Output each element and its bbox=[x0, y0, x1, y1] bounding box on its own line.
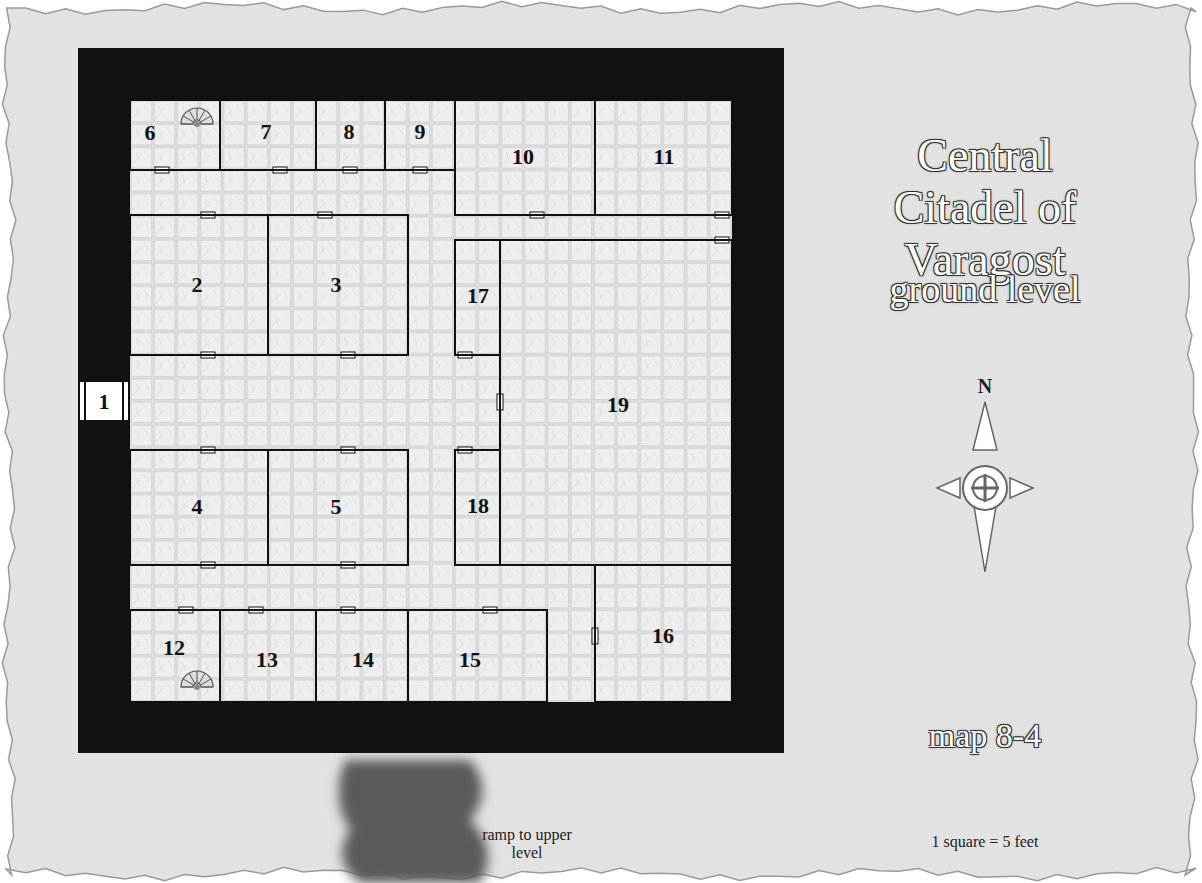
citadel-wall bbox=[78, 48, 784, 753]
map-room: 18 bbox=[454, 449, 501, 566]
room-number: 17 bbox=[467, 283, 489, 309]
scale-note: 1 square = 5 feet bbox=[885, 833, 1085, 851]
map-room: 3 bbox=[267, 214, 409, 356]
room-number: 16 bbox=[652, 623, 674, 649]
room-number: 12 bbox=[163, 635, 185, 661]
map-room: 17 bbox=[454, 239, 501, 356]
map-room: 16 bbox=[594, 564, 733, 703]
north-mark: N bbox=[965, 375, 1005, 397]
room-number: 18 bbox=[467, 493, 489, 519]
compass-rose bbox=[937, 402, 1033, 572]
ramp-note: ramp to upper level bbox=[472, 826, 582, 861]
spiral-stair bbox=[181, 671, 213, 690]
map-room: 7 bbox=[219, 99, 317, 171]
room-number: 15 bbox=[459, 647, 481, 673]
map-room: 9 bbox=[384, 99, 456, 171]
room-number: 19 bbox=[607, 392, 629, 418]
room-number: 5 bbox=[331, 494, 342, 520]
gate-line bbox=[122, 382, 124, 420]
map-room: 6 bbox=[129, 99, 221, 171]
room-number: 10 bbox=[512, 144, 534, 170]
floor-tiles bbox=[130, 100, 732, 702]
ramp-shadow bbox=[339, 760, 488, 883]
map-room: 10 bbox=[454, 99, 596, 216]
map-room: 8 bbox=[315, 99, 386, 171]
map-room: 11 bbox=[594, 99, 733, 216]
room-number: 2 bbox=[192, 272, 203, 298]
room-number: 1 bbox=[99, 389, 110, 415]
room-number: 13 bbox=[256, 647, 278, 673]
room-number: 4 bbox=[192, 494, 203, 520]
room-number: 3 bbox=[331, 272, 342, 298]
spiral-stair bbox=[181, 108, 213, 127]
room-number: 11 bbox=[654, 144, 675, 170]
room-number: 6 bbox=[145, 120, 156, 146]
map-room: 19 bbox=[499, 239, 733, 566]
gate-line bbox=[84, 382, 86, 420]
room-number: 14 bbox=[352, 647, 374, 673]
room-number: 8 bbox=[344, 119, 355, 145]
map-room: 12 bbox=[129, 609, 221, 703]
map-room: 15 bbox=[407, 609, 548, 703]
map-room: 5 bbox=[267, 449, 409, 566]
map-room: 1 bbox=[78, 380, 130, 422]
map-title: Central Citadel of Varagost bbox=[850, 130, 1120, 286]
map-room: 4 bbox=[129, 449, 269, 566]
room-number: 9 bbox=[415, 119, 426, 145]
map-room: 2 bbox=[129, 214, 269, 356]
room-number: 7 bbox=[261, 119, 272, 145]
map-number: map 8-4 bbox=[860, 717, 1110, 754]
map-room: 14 bbox=[315, 609, 409, 703]
map-room: 13 bbox=[219, 609, 317, 703]
subtitle: ground level bbox=[835, 269, 1135, 311]
